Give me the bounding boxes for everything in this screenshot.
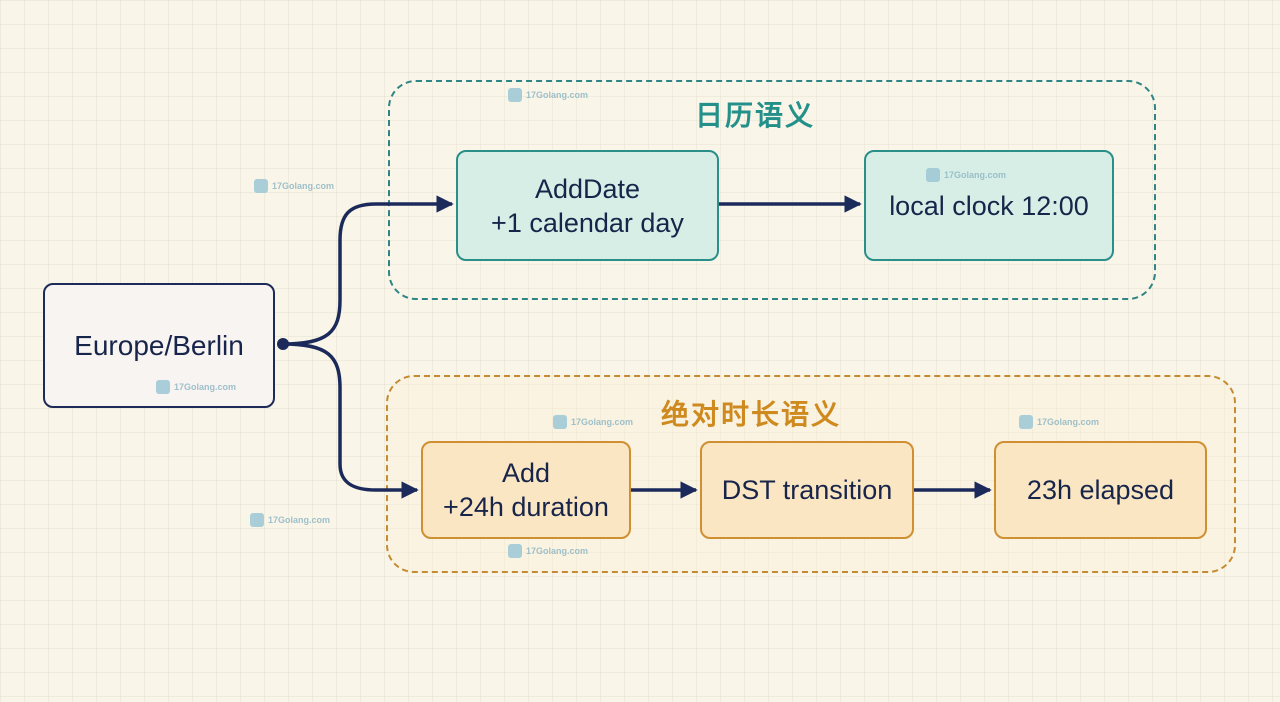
node-adddate-title: AddDate bbox=[534, 173, 641, 204]
node-add-duration: Add +24h duration bbox=[421, 441, 631, 539]
watermark: 17Golang.com bbox=[156, 380, 236, 394]
watermark: 17Golang.com bbox=[508, 544, 588, 558]
node-add-duration-subtitle: +24h duration bbox=[443, 492, 609, 522]
node-dst-transition: DST transition bbox=[700, 441, 914, 539]
branch-dot bbox=[277, 338, 289, 350]
watermark-logo-icon bbox=[250, 513, 264, 527]
watermark: 17Golang.com bbox=[250, 513, 330, 527]
watermark-text: 17Golang.com bbox=[272, 181, 335, 191]
node-23h-elapsed: 23h elapsed bbox=[994, 441, 1207, 539]
node-adddate: AddDate +1 calendar day bbox=[456, 150, 719, 261]
watermark-logo-icon bbox=[508, 544, 522, 558]
watermark-text: 17Golang.com bbox=[571, 417, 634, 427]
watermark: 17Golang.com bbox=[926, 168, 1006, 182]
calendar-group-title: 日历语义 bbox=[695, 99, 816, 132]
watermark-text: 17Golang.com bbox=[268, 515, 331, 525]
node-add-duration-title: Add bbox=[501, 458, 551, 488]
watermark-logo-icon bbox=[156, 380, 170, 394]
duration-group-title: 绝对时长语义 bbox=[661, 398, 842, 431]
watermark-logo-icon bbox=[926, 168, 940, 182]
watermark-text: 17Golang.com bbox=[174, 382, 237, 392]
watermark: 17Golang.com bbox=[508, 88, 588, 102]
node-dst-transition-label: DST transition bbox=[721, 475, 893, 505]
watermark-logo-icon bbox=[254, 179, 268, 193]
watermark-text: 17Golang.com bbox=[944, 170, 1007, 180]
watermark: 17Golang.com bbox=[553, 415, 633, 429]
watermark-logo-icon bbox=[1019, 415, 1033, 429]
watermark-text: 17Golang.com bbox=[526, 546, 589, 556]
node-23h-elapsed-label: 23h elapsed bbox=[1026, 475, 1175, 505]
watermark-logo-icon bbox=[553, 415, 567, 429]
watermark-text: 17Golang.com bbox=[1037, 417, 1100, 427]
watermark-logo-icon bbox=[508, 88, 522, 102]
node-europe-berlin: Europe/Berlin bbox=[43, 283, 275, 408]
node-local-clock-label: local clock 12:00 bbox=[889, 190, 1089, 221]
node-europe-berlin-label: Europe/Berlin bbox=[74, 329, 244, 361]
node-adddate-subtitle: +1 calendar day bbox=[491, 207, 684, 238]
watermark: 17Golang.com bbox=[254, 179, 334, 193]
watermark-text: 17Golang.com bbox=[526, 90, 589, 100]
watermark: 17Golang.com bbox=[1019, 415, 1099, 429]
node-local-clock: local clock 12:00 bbox=[864, 150, 1114, 261]
